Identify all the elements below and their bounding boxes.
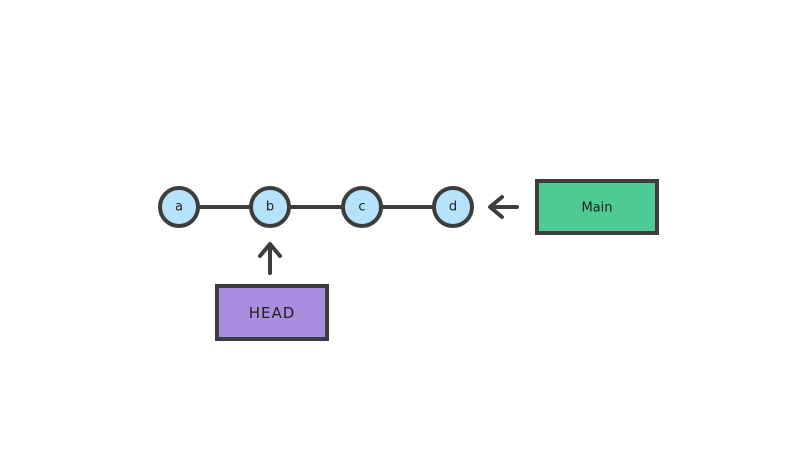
commit-node-c-label: c bbox=[358, 200, 365, 215]
commit-node-b: b bbox=[249, 186, 291, 228]
commit-node-b-circle bbox=[249, 186, 291, 228]
commit-node-d-label: d bbox=[449, 200, 457, 215]
commit-node-c-circle bbox=[341, 186, 383, 228]
commit-node-b-label: b bbox=[266, 200, 274, 215]
commit-node-a-circle bbox=[158, 186, 200, 228]
branch-label-rect bbox=[535, 179, 659, 235]
branch-label-text: Main bbox=[581, 201, 612, 216]
commit-node-c: c bbox=[341, 186, 383, 228]
commit-node-d: d bbox=[432, 186, 474, 228]
commit-node-d-circle bbox=[432, 186, 474, 228]
head-label-box: HEAD bbox=[215, 284, 329, 341]
head-label-text: HEAD bbox=[249, 304, 296, 322]
head-label-rect bbox=[215, 284, 329, 341]
arrow-up-icon bbox=[258, 242, 282, 275]
commit-node-a: a bbox=[158, 186, 200, 228]
commit-node-a-label: a bbox=[175, 200, 183, 215]
branch-label-box: Main bbox=[535, 179, 659, 235]
arrow-left-icon bbox=[488, 195, 519, 219]
